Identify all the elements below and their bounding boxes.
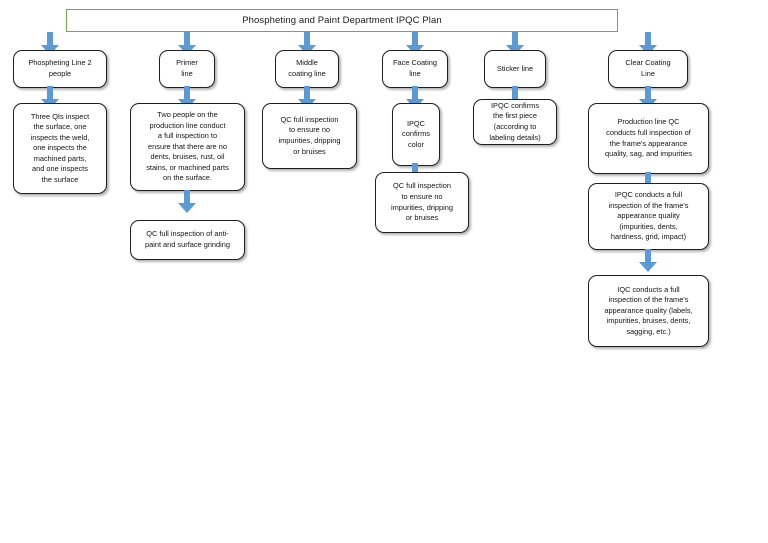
node-phospheting-line-step-1[interactable]: Three QIs inspect the surface, one inspe…: [13, 103, 107, 194]
node-clear-coating-line-step-1-label: Production line QC conducts full inspect…: [605, 117, 692, 159]
node-clear-coating-line-step-1[interactable]: Production line QC conducts full inspect…: [588, 103, 709, 174]
diagram-title-banner: Phospheting and Paint Department IPQC Pl…: [66, 9, 618, 32]
node-face-coating-line-step-2-label: QC full inspection to ensure no impuriti…: [390, 181, 454, 223]
node-phospheting-line-step-1-label: Three QIs inspect the surface, one inspe…: [30, 111, 90, 184]
node-primer-line-stage-label: Primer line: [176, 58, 198, 78]
page-title: Phospheting and Paint Department IPQC Pl…: [242, 14, 442, 26]
node-middle-coating-line-stage-label: Middle coating line: [288, 58, 326, 78]
node-primer-line-stage[interactable]: Primer line: [159, 50, 215, 88]
node-middle-coating-line-stage[interactable]: Middle coating line: [275, 50, 339, 88]
arrow-header-to-primer-line: [177, 32, 197, 56]
node-primer-line-step-1-label: Two people on the production line conduc…: [146, 110, 229, 183]
node-sticker-line-stage[interactable]: Sticker line: [484, 50, 546, 88]
node-middle-coating-line-step-1-label: QC full inspection to ensure no impuriti…: [278, 114, 341, 156]
node-phospheting-line-stage-label: Phospheting Line 2 people: [28, 58, 92, 78]
arrow-clear-coating-step-2-to-step-3: [638, 249, 658, 273]
arrow-header-to-face-coating-line: [405, 32, 425, 56]
node-clear-coating-line-stage[interactable]: Clear Coating Line: [608, 50, 688, 88]
arrow-header-to-middle-coating-line: [297, 32, 317, 56]
node-sticker-line-stage-label: Sticker line: [496, 63, 534, 73]
node-primer-line-step-2-label: QC full inspection of anti- paint and su…: [144, 229, 231, 249]
arrow-header-to-phospheting-line: [40, 32, 60, 56]
node-middle-coating-line-step-1[interactable]: QC full inspection to ensure no impuriti…: [262, 103, 357, 169]
arrow-header-to-sticker-line: [505, 32, 525, 56]
node-clear-coating-line-step-3[interactable]: IQC conducts a full inspection of the fr…: [588, 275, 709, 347]
node-face-coating-line-step-1-label: IPQC confirms color: [402, 118, 430, 149]
node-face-coating-line-stage-label: Face Coating line: [393, 58, 437, 78]
arrow-primer-step-1-to-step-2: [177, 190, 197, 214]
node-face-coating-line-stage[interactable]: Face Coating line: [382, 50, 448, 88]
node-sticker-line-step-1[interactable]: IPQC confirms the first piece (according…: [473, 99, 557, 145]
node-clear-coating-line-step-3-label: IQC conducts a full inspection of the fr…: [604, 284, 693, 336]
node-face-coating-line-step-2[interactable]: QC full inspection to ensure no impuriti…: [375, 172, 469, 233]
node-clear-coating-line-stage-label: Clear Coating Line: [625, 58, 671, 78]
node-clear-coating-line-step-2[interactable]: IPQC conducts a full inspection of the f…: [588, 183, 709, 250]
node-clear-coating-line-step-2-label: IPQC conducts a full inspection of the f…: [608, 190, 689, 242]
node-primer-line-step-1[interactable]: Two people on the production line conduc…: [130, 103, 245, 191]
node-primer-line-step-2[interactable]: QC full inspection of anti- paint and su…: [130, 220, 245, 260]
arrow-header-to-clear-coating-line: [638, 32, 658, 56]
node-face-coating-line-step-1[interactable]: IPQC confirms color: [392, 103, 440, 166]
node-phospheting-line-stage[interactable]: Phospheting Line 2 people: [13, 50, 107, 88]
node-sticker-line-step-1-label: IPQC confirms the first piece (according…: [489, 100, 541, 142]
